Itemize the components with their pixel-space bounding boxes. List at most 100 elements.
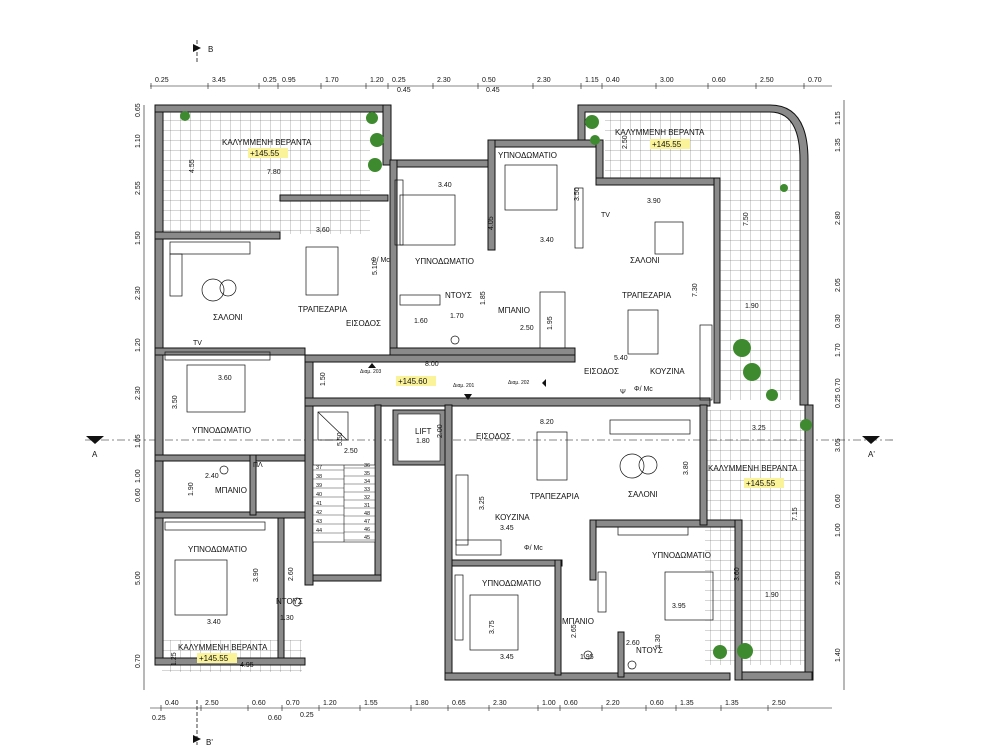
room-label: ΣΑΛΟΝΙ [630,256,660,265]
room-label: ΕΙΣΟΔΟΣ [476,432,511,441]
room-dim: 4.55 [189,159,196,173]
room-dim: 3.60 [734,567,741,581]
stair-number: 48 [364,511,370,517]
room-dim: 7.50 [743,212,750,226]
left-dim-label: 2.30 [135,286,142,300]
level-veranda-sw: +145.55 [199,654,229,663]
right-dim-label: 2.80 [835,211,842,225]
room-dim: 3.60 [218,375,232,382]
room-label: ΚΟΥΖΙΝΑ [650,367,685,376]
top-sub-dim: 0.45 [486,87,500,94]
bottom-dim-label: 1.35 [725,700,739,707]
furniture [164,164,714,670]
stair-number: 33 [364,487,370,493]
bottom-sub-dim: 0.25 [300,712,314,719]
room-dim: 8.20 [540,419,554,426]
top-dim-label: 0.60 [712,77,726,84]
room-dim: 3.50 [172,395,179,409]
bottom-dim-label: 1.35 [680,700,694,707]
room-label: ΕΙΣΟΔΟΣ [346,319,381,328]
top-dim-label: 3.00 [660,77,674,84]
room-dim: 3.75 [489,620,496,634]
right-dim-label: 2.05 [835,278,842,292]
room-label: ΝΤΟΥΣ [445,291,472,300]
corridor-height: 1.50 [320,372,327,386]
left-dim-label: 5.00 [135,571,142,585]
room-dim: 2.40 [205,473,219,480]
room-label: ΥΠΝΟΔΩΜΑΤΙΟ [482,579,541,588]
top-dim-label: 0.25 [263,77,277,84]
room-dim: 3.90 [647,198,661,205]
stair-number: 43 [316,519,322,525]
bottom-dim-label: 1.00 [542,700,556,707]
room-dim: 3.45 [500,654,514,661]
planters [180,111,812,659]
bottom-dim-label: 0.40 [165,700,179,707]
left-dim-label: 0.60 [135,488,142,502]
room-label: ΣΑΛΟΝΙ [628,490,658,499]
bottom-sub-dim: 0.25 [152,715,166,722]
room-dim: 3.25 [752,425,766,432]
room-label: ΥΠΝΟΔΩΜΑΤΙΟ [652,551,711,560]
room-dim: 1.95 [580,654,594,661]
stair-number: 44 [316,528,322,534]
room-dim: 7.30 [692,283,699,297]
top-dim-label: 0.25 [155,77,169,84]
top-dim-label: 0.50 [482,77,496,84]
room-dim: 1.30 [655,634,662,648]
room-dim: 4.95 [240,662,254,669]
right-dim-label: 1.40 [835,648,842,662]
top-dim-label: 2.30 [537,77,551,84]
bottom-dim-label: 0.65 [452,700,466,707]
room-dim: 2.60 [626,640,640,647]
room-dim: 2.50 [622,135,629,149]
stair-number: 45 [364,535,370,541]
left-dim-label: 1.10 [135,134,142,148]
door-label: Διαμ. 203 [360,369,382,375]
room-dimensions: 7.80 4.55 2.50 7.50 1.90 3.60 5.10 3.40 … [171,135,799,669]
section-label-a-right: A' [868,450,875,459]
bottom-dim-label: 2.50 [205,700,219,707]
left-dim-label: 2.30 [135,386,142,400]
dimension-right: 1.151.352.802.050.301.700.700.253.050.60… [835,100,845,690]
room-label: ΜΠΑΝΙΟ [215,486,247,495]
bottom-dim-label: 2.20 [606,700,620,707]
stair-number: 39 [316,483,322,489]
bottom-sub-dim: 0.60 [268,715,282,722]
room-dim: 1.60 [414,318,428,325]
left-dim-label: 1.00 [135,469,142,483]
stair-number: 35 [364,471,370,477]
room-dim: 1.95 [547,316,554,330]
level-markers: +145.55 +145.55 +145.55 +145.55 +145.60 [197,139,784,663]
left-dim-label: 1.20 [135,338,142,352]
top-dim-label: 0.25 [392,77,406,84]
stair-number: 38 [316,474,322,480]
room-dim: 2.50 [520,325,534,332]
right-dim-label: 1.70 [835,343,842,357]
section-label-b-top: B [208,45,213,54]
top-dim-label: 2.30 [437,77,451,84]
room-label: ΚΑΛΥΜΜΕΝΗ ΒΕΡΑΝΤΑ [615,128,705,137]
room-dim: 3.25 [479,496,486,510]
top-dim-label: 2.50 [760,77,774,84]
level-veranda-nw: +145.55 [250,149,280,158]
section-line-b: B B' [193,40,213,746]
room-dim: 7.15 [792,507,799,521]
room-label: ΥΠΝΟΔΩΜΑΤΙΟ [192,426,251,435]
room-dim: 3.90 [253,568,260,582]
veranda-nw-floor [162,112,370,234]
room-dim: 3.60 [316,227,330,234]
bottom-dim-label: 0.60 [650,700,664,707]
veranda-e-floor [705,410,805,665]
level-veranda-ne: +145.55 [652,140,682,149]
room-label: ΚΑΛΥΜΜΕΝΗ ΒΕΡΑΝΤΑ [222,138,312,147]
right-dim-label: 0.25 [835,394,842,408]
room-dim: 1.85 [480,291,487,305]
door-label: Διαμ. 201 [453,383,475,389]
top-dim-label: 1.20 [370,77,384,84]
room-label: ΝΤΟΥΣ [636,646,663,655]
left-dim-label: 1.05 [135,434,142,448]
room-label: ΣΑΛΟΝΙ [213,313,243,322]
top-dim-label: 0.70 [808,77,822,84]
